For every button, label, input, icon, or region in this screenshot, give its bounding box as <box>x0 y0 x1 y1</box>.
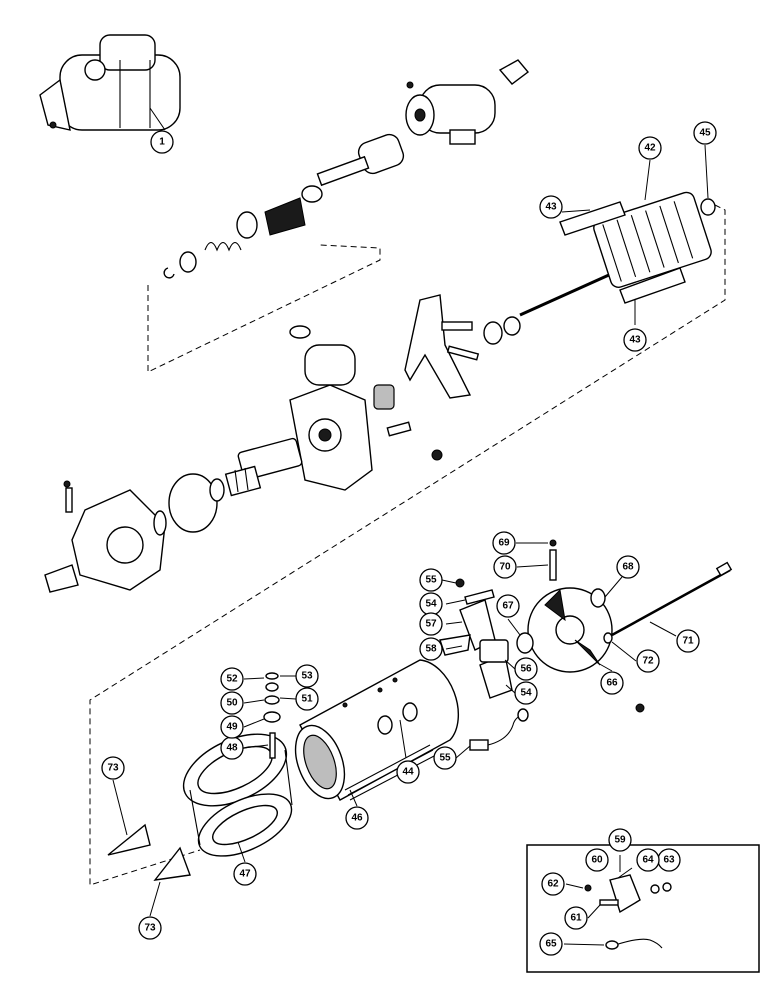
callout-72-label: 72 <box>642 656 654 667</box>
callout-63: 63 <box>657 848 681 872</box>
callout-70: 70 <box>493 555 517 579</box>
callout-43-bottom-label: 43 <box>629 335 641 346</box>
callout-43-top-label: 43 <box>545 202 557 213</box>
callout-57-label: 57 <box>425 619 437 630</box>
armature-drawing <box>483 191 716 345</box>
callout-68: 68 <box>616 555 640 579</box>
commutator-end-frame-drawing <box>516 587 613 673</box>
inset-brush-kit <box>526 844 760 973</box>
field-frame-drawing <box>294 659 460 801</box>
callout-44-label: 44 <box>402 767 414 778</box>
callout-68-label: 68 <box>622 562 634 573</box>
callout-61: 61 <box>564 906 588 930</box>
callout-55-top-label: 55 <box>425 575 437 586</box>
leader-lines <box>112 107 709 946</box>
callout-63-label: 63 <box>663 855 675 866</box>
callout-58-label: 58 <box>425 644 437 655</box>
field-coils-drawing <box>182 733 293 857</box>
gaskets-drawing <box>107 823 191 881</box>
callout-54-top: 54 <box>419 592 443 616</box>
callout-62-label: 62 <box>547 879 559 890</box>
terminal-stud-drawing <box>263 672 281 759</box>
callout-42: 42 <box>638 136 662 160</box>
nose-housing-drawing <box>44 480 166 593</box>
callout-46: 46 <box>345 806 369 830</box>
callout-53-label: 53 <box>301 671 313 682</box>
callout-45: 45 <box>693 121 717 145</box>
callout-54-bottom: 54 <box>514 681 538 705</box>
callout-67-label: 67 <box>502 601 514 612</box>
callout-55-bottom: 55 <box>433 746 457 770</box>
callout-49: 49 <box>220 715 244 739</box>
callout-46-label: 46 <box>351 813 363 824</box>
callout-67: 67 <box>496 594 520 618</box>
starter-assembly-drawing <box>39 34 181 131</box>
callout-54-bottom-label: 54 <box>520 688 532 699</box>
callout-72: 72 <box>636 649 660 673</box>
callout-73-bottom: 73 <box>138 916 162 940</box>
callout-44: 44 <box>396 760 420 784</box>
callout-62: 62 <box>541 872 565 896</box>
callout-52-label: 52 <box>226 674 238 685</box>
callout-69-label: 69 <box>498 538 510 549</box>
callout-61-label: 61 <box>570 913 582 924</box>
callout-45-label: 45 <box>699 128 711 139</box>
shift-lever-drawing <box>404 294 480 399</box>
callout-64-label: 64 <box>642 855 654 866</box>
callout-47-label: 47 <box>239 869 251 880</box>
callout-54-top-label: 54 <box>425 599 437 610</box>
callout-50: 50 <box>220 691 244 715</box>
callout-50-label: 50 <box>226 698 238 709</box>
callout-59: 59 <box>608 828 632 852</box>
callout-69: 69 <box>492 531 516 555</box>
callout-59-label: 59 <box>614 835 626 846</box>
boot-spring-washers-drawing <box>163 197 306 279</box>
callout-65-label: 65 <box>545 939 557 950</box>
callout-56: 56 <box>514 657 538 681</box>
callout-66: 66 <box>600 671 624 695</box>
brush-lead-drawing <box>469 708 529 751</box>
callout-51-label: 51 <box>301 694 313 705</box>
callout-47: 47 <box>233 862 257 886</box>
callout-52: 52 <box>220 667 244 691</box>
callout-60: 60 <box>585 848 609 872</box>
callout-43-top: 43 <box>539 195 563 219</box>
callout-66-label: 66 <box>606 678 618 689</box>
callout-73-top: 73 <box>101 756 125 780</box>
callout-64: 64 <box>636 848 660 872</box>
callout-48: 48 <box>220 736 244 760</box>
brush-holders-drawing <box>439 578 513 699</box>
callout-57: 57 <box>419 612 443 636</box>
through-bolt-drawing <box>549 539 733 713</box>
drive-housing-drawing <box>289 325 443 491</box>
callout-49-label: 49 <box>226 722 238 733</box>
callout-51: 51 <box>295 687 319 711</box>
callout-42-label: 42 <box>644 143 656 154</box>
callout-65: 65 <box>539 932 563 956</box>
callout-70-label: 70 <box>499 562 511 573</box>
callout-48-label: 48 <box>226 743 238 754</box>
solenoid-drawing <box>405 59 530 145</box>
callout-71-label: 71 <box>682 636 694 647</box>
callout-55-top: 55 <box>419 568 443 592</box>
plunger-drawing <box>301 133 405 203</box>
callout-58: 58 <box>419 637 443 661</box>
callout-73-top-label: 73 <box>107 763 119 774</box>
callout-55-bottom-label: 55 <box>439 753 451 764</box>
callout-1-label: 1 <box>159 137 165 148</box>
callout-73-bottom-label: 73 <box>144 923 156 934</box>
callout-1: 1 <box>150 130 174 154</box>
callout-43-bottom: 43 <box>623 328 647 352</box>
callout-60-label: 60 <box>591 855 603 866</box>
callout-71: 71 <box>676 629 700 653</box>
callout-56-label: 56 <box>520 664 532 675</box>
thrust-washers-drawing <box>153 473 225 536</box>
drive-pinion-drawing <box>224 437 303 497</box>
callout-53: 53 <box>295 664 319 688</box>
